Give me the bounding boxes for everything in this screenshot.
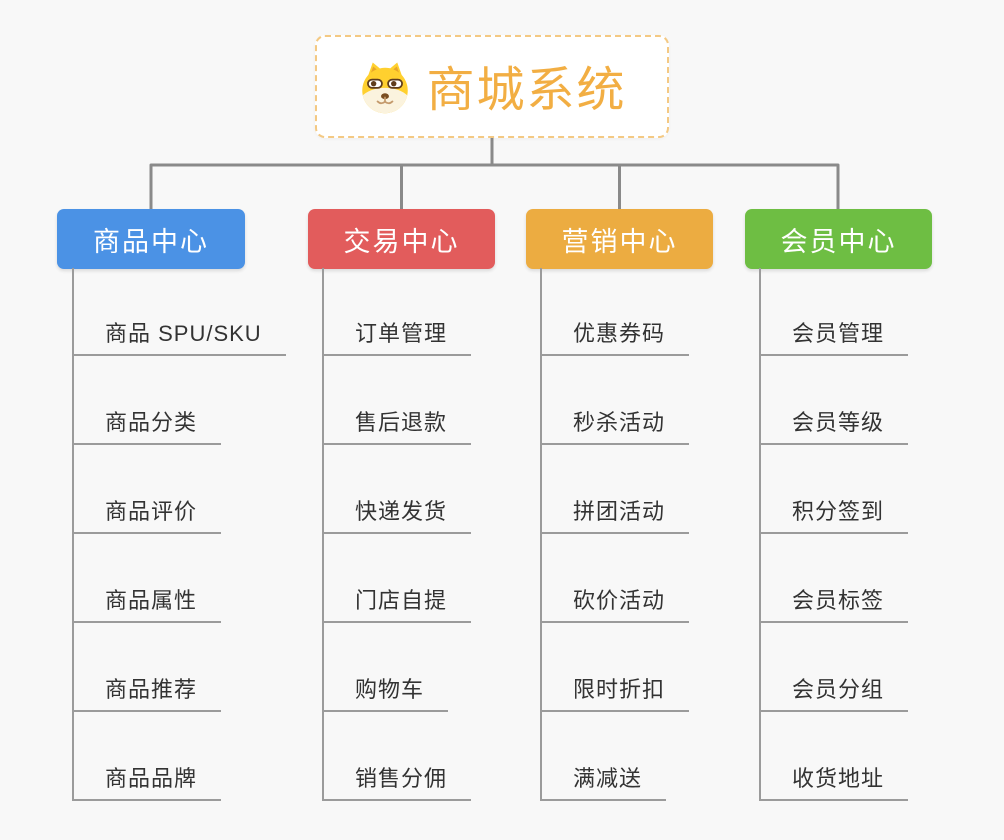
leaf-node[interactable]: 订单管理 <box>322 310 472 356</box>
leaf-node[interactable]: 售后退款 <box>322 399 472 445</box>
leaf-node[interactable]: 拼团活动 <box>540 488 690 534</box>
branch-spine-trade-center <box>322 268 324 800</box>
leaf-node[interactable]: 商品 SPU/SKU <box>72 310 286 356</box>
branch-spine-marketing-center <box>540 268 542 800</box>
root-node-label: 商城系统 <box>426 63 627 117</box>
leaf-node[interactable]: 会员分组 <box>759 666 909 712</box>
leaf-node[interactable]: 商品推荐 <box>72 666 222 712</box>
leaf-node[interactable]: 门店自提 <box>322 577 472 623</box>
leaf-node[interactable]: 销售分佣 <box>322 755 472 801</box>
root-node[interactable]: 商城系统 <box>315 35 669 138</box>
leaf-node[interactable]: 满减送 <box>540 755 667 801</box>
branch-node-product-center[interactable]: 商品中心 <box>57 209 245 269</box>
leaf-node[interactable]: 商品分类 <box>72 399 222 445</box>
branch-node-label: 营销中心 <box>561 226 678 257</box>
branch-node-member-center[interactable]: 会员中心 <box>745 209 932 269</box>
leaf-node[interactable]: 秒杀活动 <box>540 399 690 445</box>
branch-node-marketing-center[interactable]: 营销中心 <box>526 209 713 269</box>
branch-node-trade-center[interactable]: 交易中心 <box>308 209 495 269</box>
leaf-node[interactable]: 会员管理 <box>759 310 909 356</box>
leaf-node[interactable]: 商品品牌 <box>72 755 222 801</box>
leaf-node[interactable]: 积分签到 <box>759 488 909 534</box>
leaf-node[interactable]: 会员等级 <box>759 399 909 445</box>
branch-spine-member-center <box>759 268 761 800</box>
leaf-node[interactable]: 会员标签 <box>759 577 909 623</box>
leaf-node[interactable]: 收货地址 <box>759 755 909 801</box>
leaf-node[interactable]: 砍价活动 <box>540 577 690 623</box>
branch-node-label: 会员中心 <box>780 226 897 257</box>
leaf-node[interactable]: 限时折扣 <box>540 666 690 712</box>
leaf-node[interactable]: 优惠券码 <box>540 310 690 356</box>
branch-node-label: 商品中心 <box>93 226 209 257</box>
branch-node-label: 交易中心 <box>343 226 460 257</box>
dog-face-icon <box>362 62 409 113</box>
leaf-node[interactable]: 商品评价 <box>72 488 222 534</box>
leaf-node[interactable]: 商品属性 <box>72 577 222 623</box>
leaf-node[interactable]: 快递发货 <box>322 488 472 534</box>
branch-spine-product-center <box>72 268 74 800</box>
leaf-node[interactable]: 购物车 <box>322 666 449 712</box>
